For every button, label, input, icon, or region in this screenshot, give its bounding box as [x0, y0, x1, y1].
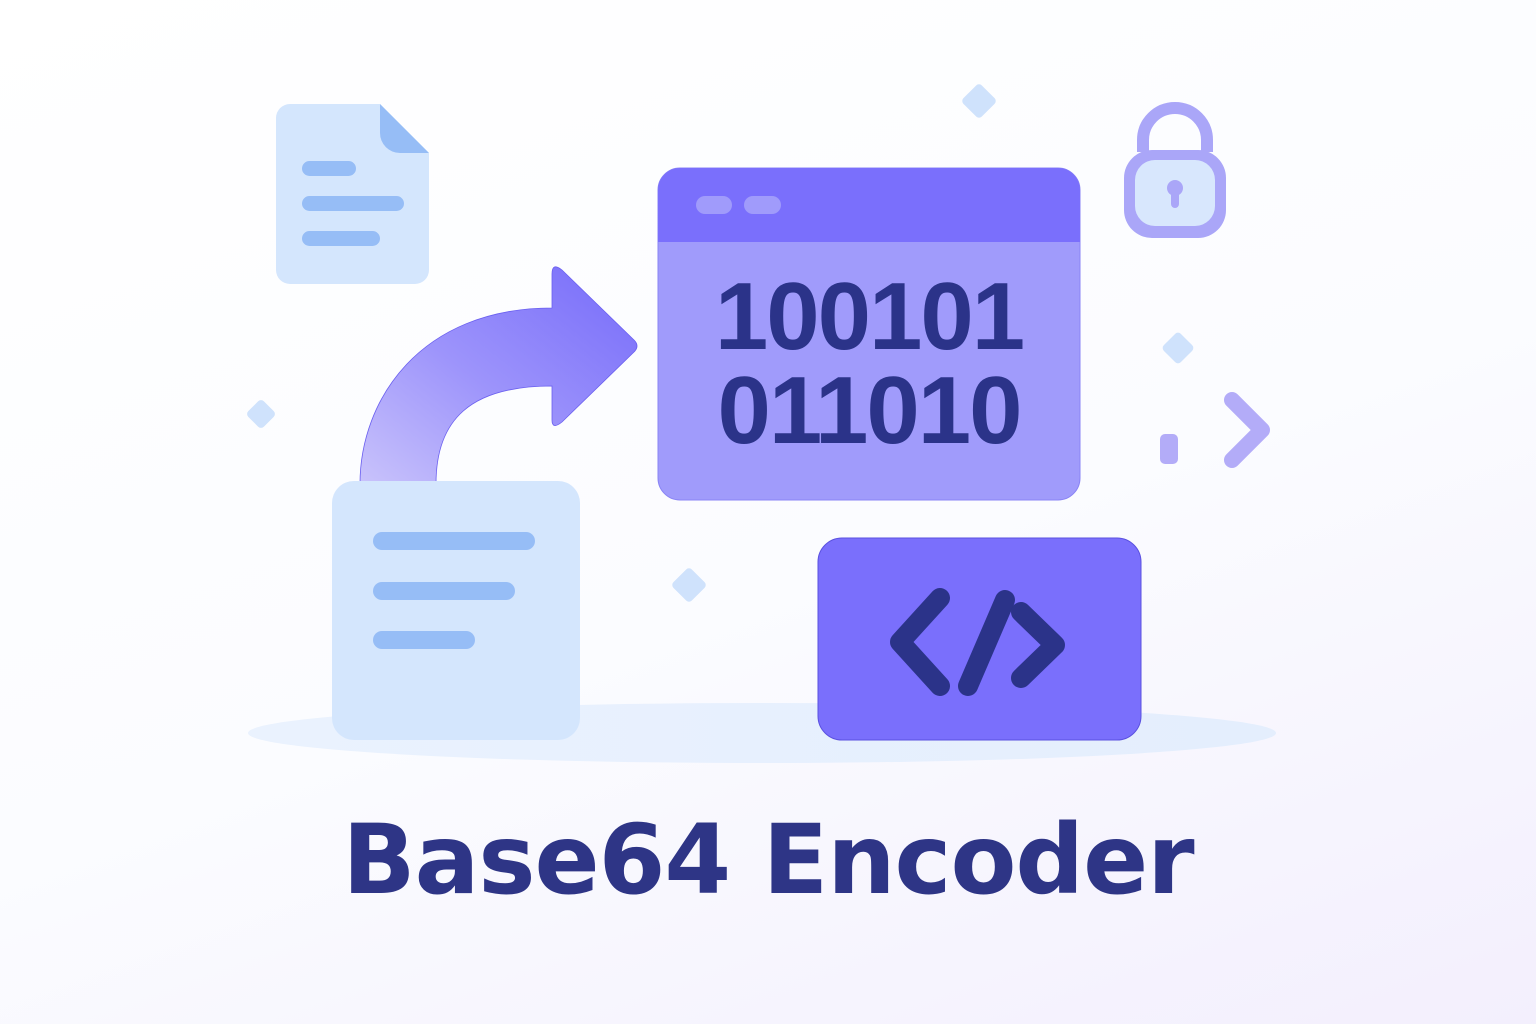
page-title: Base64 Encoder	[342, 804, 1194, 916]
binary-line-1: 100101	[714, 263, 1025, 370]
curved-arrow-icon	[359, 266, 638, 485]
binary-window-icon	[657, 167, 1081, 501]
source-document-icon	[332, 481, 580, 740]
cursor-dot-icon	[1160, 434, 1178, 464]
chevron-right-icon	[1224, 392, 1270, 468]
lock-icon	[1124, 102, 1226, 238]
code-brackets-icon	[817, 537, 1142, 741]
sparkle-diamond-icon	[247, 84, 1194, 602]
binary-line-2: 011010	[717, 357, 1022, 464]
binary-output: 100101 011010	[658, 263, 1080, 464]
document-icon	[276, 104, 429, 284]
